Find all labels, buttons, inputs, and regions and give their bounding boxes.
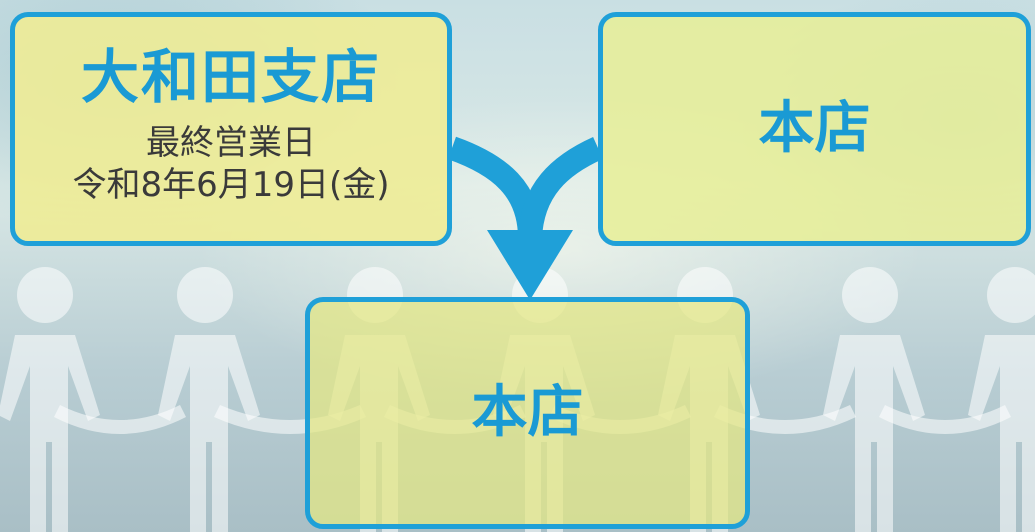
- arrow-head: [487, 230, 573, 300]
- main-branch-box: 本店: [598, 12, 1031, 246]
- last-business-day-label: 最終営業日: [146, 122, 316, 163]
- source-branch-box: 大和田支店 最終営業日 令和8年6月19日(金): [10, 12, 452, 246]
- source-branch-name: 大和田支店: [80, 42, 381, 111]
- main-branch-name: 本店: [758, 96, 871, 161]
- merged-branch-name: 本店: [471, 380, 584, 445]
- arrow-from-right-branch: [518, 137, 604, 239]
- last-business-day-date: 令和8年6月19日(金): [72, 165, 390, 205]
- arrow-from-left-branch: [447, 136, 542, 239]
- merged-branch-box: 本店: [305, 297, 750, 529]
